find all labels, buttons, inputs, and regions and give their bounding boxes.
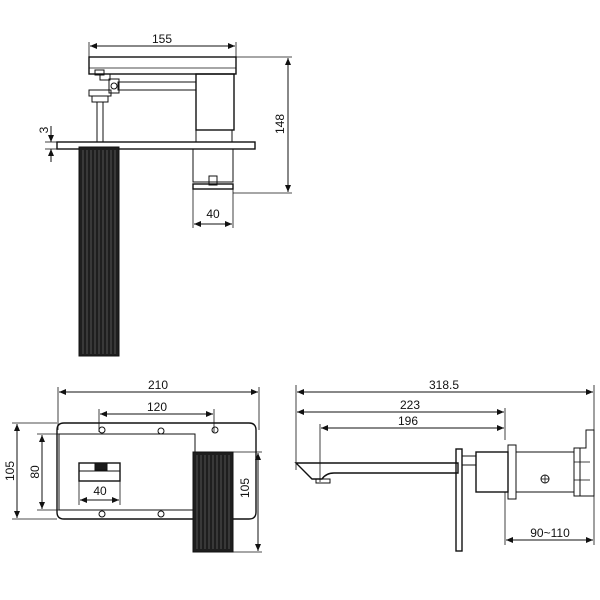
dimension-105-left-label: 105 xyxy=(3,461,17,481)
sleeve xyxy=(461,455,477,466)
screw-hole xyxy=(98,426,106,434)
dimension-196-label: 196 xyxy=(398,414,418,428)
stem-collar xyxy=(91,95,109,103)
wall-plate-profile xyxy=(455,448,463,552)
spout-neck xyxy=(208,175,218,186)
dimension-80-label: 80 xyxy=(28,465,42,479)
spout-body xyxy=(192,148,234,183)
wall-plate xyxy=(56,422,257,520)
dimension-105-right-label: 105 xyxy=(238,478,252,498)
base-plate xyxy=(56,141,256,150)
mounting-bracket xyxy=(574,429,595,497)
side-view: 155 xyxy=(37,32,292,357)
stem-collar xyxy=(88,89,112,97)
stem-rod xyxy=(96,101,104,143)
screw-hole xyxy=(157,427,165,435)
column-base xyxy=(195,129,233,143)
dimension-3-label: 3 xyxy=(37,126,51,133)
dimension-120-label: 120 xyxy=(147,400,167,414)
dimension-318-5-label: 318.5 xyxy=(429,378,459,392)
aerator xyxy=(94,462,108,471)
valve-flange xyxy=(507,444,517,500)
front-view: 210 120 xyxy=(3,378,262,553)
dimension-40-front-label: 40 xyxy=(93,484,107,498)
profile-view: 318.5 223 196 90~110 xyxy=(294,378,595,552)
body-notch xyxy=(99,73,111,81)
screw-hole xyxy=(157,510,165,518)
screw-hole xyxy=(98,510,106,518)
dimension-148-label: 148 xyxy=(273,114,287,134)
valve-cartridge xyxy=(515,451,575,493)
body-top-block xyxy=(88,56,237,75)
valve-body xyxy=(475,451,509,493)
body-column xyxy=(195,73,235,131)
dimension-210-label: 210 xyxy=(148,378,168,392)
dimension-40-label: 40 xyxy=(206,207,220,221)
aerator-profile xyxy=(315,478,331,484)
dimension-90-110-label: 90~110 xyxy=(530,526,570,540)
end-cap xyxy=(573,447,581,497)
dimension-223-label: 223 xyxy=(400,398,420,412)
ribbing xyxy=(82,150,116,354)
ribbing-front xyxy=(196,455,230,549)
handle-joint xyxy=(108,78,120,94)
joint-pin xyxy=(110,82,118,90)
handle-arm xyxy=(117,81,197,91)
screw-hole xyxy=(211,426,219,434)
spout-outlet xyxy=(192,183,234,190)
dimension-155-label: 155 xyxy=(152,32,172,46)
